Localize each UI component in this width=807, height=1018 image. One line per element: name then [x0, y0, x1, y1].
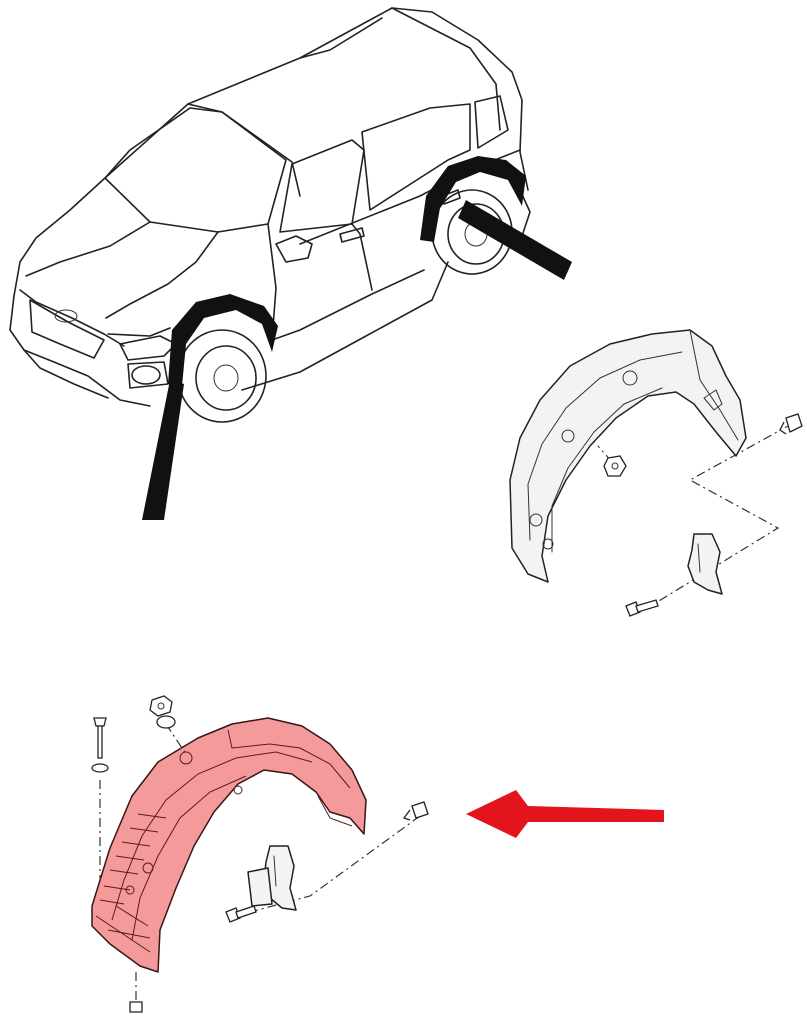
rear-wheel-liner-callout — [420, 156, 572, 280]
nut-icon — [603, 455, 627, 477]
front-mud-flap-icon — [247, 845, 297, 911]
front-wheel-icon — [177, 329, 267, 423]
mud-flap-icon — [687, 533, 723, 595]
rear-wheel-liner — [509, 329, 747, 583]
hex-nut-icon — [149, 695, 173, 717]
screw-icon — [625, 599, 659, 617]
front-wheel-liner — [91, 717, 367, 973]
vehicle-outline — [9, 7, 531, 407]
bolt-icon — [93, 717, 107, 759]
front-assembly-lines — [99, 723, 421, 1000]
front-screw-icon — [225, 905, 257, 923]
front-wheel-liner-callout — [142, 294, 278, 520]
front-push-clip-icon — [402, 801, 429, 821]
left-arrow-icon — [466, 790, 664, 838]
washer-icon — [91, 715, 176, 773]
bottom-bolt-icon — [129, 1001, 143, 1013]
push-clip-icon — [779, 413, 803, 435]
